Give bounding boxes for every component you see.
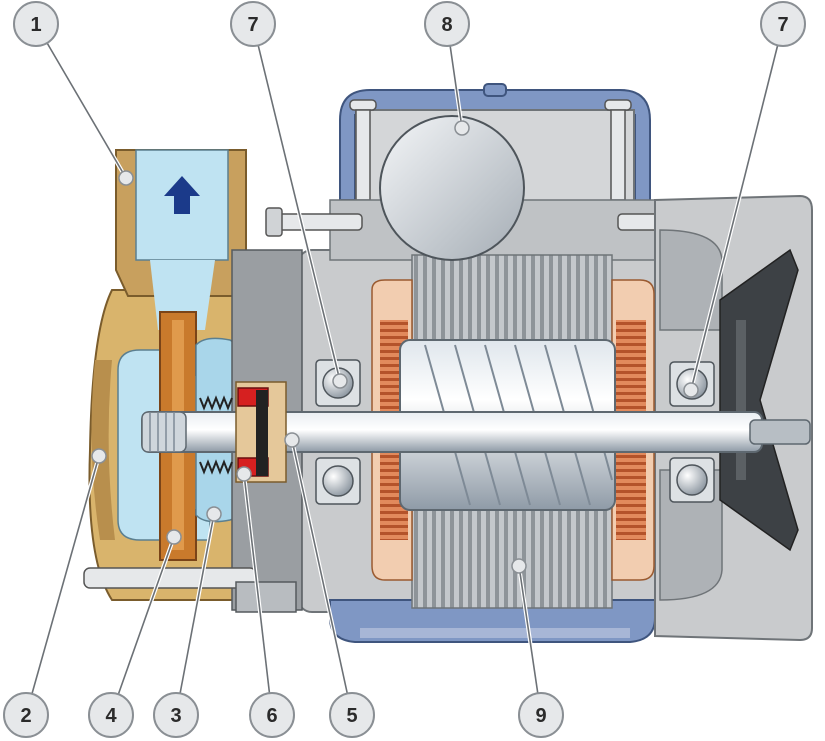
callout-circle bbox=[424, 1, 470, 47]
callout-leaders bbox=[24, 22, 785, 716]
callout-circle bbox=[13, 1, 59, 47]
callout-leader-5 bbox=[291, 439, 353, 716]
callout-number: 7 bbox=[247, 14, 258, 36]
callout-leader-9 bbox=[518, 565, 542, 716]
callout-marker-8: 8 bbox=[424, 1, 470, 47]
terminal-bolt-left bbox=[349, 99, 377, 111]
callout-target-dot-5 bbox=[284, 432, 300, 448]
callout-number: 9 bbox=[535, 705, 546, 727]
stator-laminations-bottom bbox=[411, 499, 613, 609]
flow-arrow bbox=[164, 176, 200, 214]
callout-marker-1: 1 bbox=[13, 1, 59, 47]
callout-target-dot-1 bbox=[118, 170, 134, 186]
callout-circle bbox=[329, 692, 375, 738]
callout-marker-6: 6 bbox=[249, 692, 295, 738]
callout-number: 8 bbox=[441, 14, 452, 36]
capacitor bbox=[379, 115, 525, 261]
callout-circle bbox=[3, 692, 49, 738]
callout-marker-9: 9 bbox=[518, 692, 564, 738]
callout-number: 2 bbox=[20, 705, 31, 727]
shaft-spline bbox=[141, 411, 187, 453]
callout-number: 6 bbox=[266, 705, 277, 727]
callout-target-dot-4 bbox=[166, 529, 182, 545]
callout-marker-4: 4 bbox=[88, 692, 134, 738]
callout-target-dot-9 bbox=[511, 558, 527, 574]
callout-target-dot-2 bbox=[91, 448, 107, 464]
callout-leader-6 bbox=[243, 473, 273, 716]
callout-circle bbox=[153, 692, 199, 738]
callout-markers: 1 2 3 4 5 6 7 7 8 9 bbox=[3, 1, 806, 738]
terminal-bolt-right bbox=[604, 99, 632, 111]
callout-number: 5 bbox=[346, 705, 357, 727]
callout-circle bbox=[230, 1, 276, 47]
callout-circle bbox=[88, 692, 134, 738]
callout-number: 4 bbox=[105, 705, 117, 727]
callout-leader-7 bbox=[690, 23, 784, 391]
callout-marker-5: 5 bbox=[329, 692, 375, 738]
callout-target-dot-6 bbox=[236, 466, 252, 482]
callout-marker-7: 7 bbox=[760, 1, 806, 47]
callout-marker-7: 7 bbox=[230, 1, 276, 47]
mechanical-seal bbox=[199, 381, 287, 483]
callout-target-dot-3 bbox=[206, 506, 222, 522]
callout-leader-3 bbox=[175, 513, 215, 716]
callout-marker-2: 2 bbox=[3, 692, 49, 738]
callout-number: 3 bbox=[170, 705, 181, 727]
stator-laminations-top bbox=[411, 254, 613, 346]
callout-number: 1 bbox=[30, 14, 41, 36]
callout-number: 7 bbox=[777, 14, 788, 36]
callout-target-dot-7 bbox=[332, 373, 348, 389]
callout-circle bbox=[518, 692, 564, 738]
callout-leader-7 bbox=[252, 23, 341, 382]
motor-shaft bbox=[141, 411, 763, 453]
callout-leader-4 bbox=[110, 536, 175, 716]
callout-target-dot-7 bbox=[683, 382, 699, 398]
callout-leader-2 bbox=[25, 455, 100, 716]
callout-circle bbox=[760, 1, 806, 47]
callout-target-dot-8 bbox=[454, 120, 470, 136]
callout-leader-1 bbox=[35, 23, 127, 179]
casing-bolt bbox=[83, 567, 257, 589]
callout-marker-3: 3 bbox=[153, 692, 199, 738]
callout-circle bbox=[249, 692, 295, 738]
clamp-bolt-left bbox=[271, 213, 363, 231]
